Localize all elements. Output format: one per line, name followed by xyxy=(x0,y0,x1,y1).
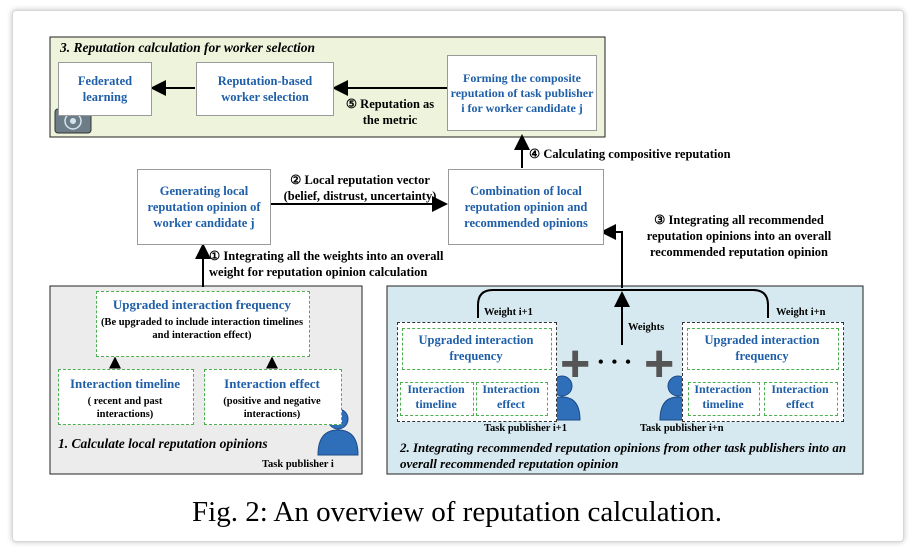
weights-label: Weights xyxy=(628,322,665,333)
upgraded-frequency-left-note: (Be upgraded to include interaction time… xyxy=(100,317,304,341)
ellipsis-dots: • • • xyxy=(598,354,633,371)
interaction-effect-left-note: (positive and negative interactions) xyxy=(223,396,321,420)
interaction-effect-r2-title: Interaction effect xyxy=(771,382,829,411)
local-opinion-box: Generating local reputation opinion of w… xyxy=(137,169,271,245)
step5-label: ⑤ Reputation as the metric xyxy=(345,97,435,127)
interaction-timeline-r2 xyxy=(688,382,760,416)
interaction-timeline-r2-title: Interaction timeline xyxy=(694,382,752,411)
figure-caption: Fig. 2: An overview of reputation calcul… xyxy=(192,496,722,528)
upgraded-frequency-r2-title: Upgraded interaction frequency xyxy=(704,333,820,363)
publisher-i1-label: Task publisher i+1 xyxy=(484,423,568,434)
right-panel-title: 2. Integrating recommended reputation op… xyxy=(400,440,847,471)
federated-learning-box: Federated learning xyxy=(58,62,152,116)
interaction-timeline-left-note: ( recent and past interactions) xyxy=(87,396,163,420)
interaction-effect-left xyxy=(204,369,342,425)
arrow-right-panel-to-combination xyxy=(600,224,623,288)
interaction-effect-r2 xyxy=(764,382,838,416)
plus-icon: + xyxy=(644,335,675,393)
publisher-i-label: Task publisher i xyxy=(262,459,334,470)
left-panel-title: 1. Calculate local reputation opinions xyxy=(58,436,268,451)
interaction-effect-r1-title: Interaction effect xyxy=(482,382,540,411)
interaction-timeline-r1-title: Interaction timeline xyxy=(407,382,465,411)
combination-box: Combination of local reputation opinion … xyxy=(448,169,604,245)
upgraded-frequency-r2 xyxy=(687,328,839,370)
weight-in-label: Weight i+n xyxy=(776,307,826,318)
step2-label: ② Local reputation vector (belief, distr… xyxy=(283,173,437,203)
interaction-timeline-r1 xyxy=(400,382,474,416)
interaction-timeline-left-title: Interaction timeline xyxy=(69,376,181,391)
weight-i1-label: Weight i+1 xyxy=(484,307,533,318)
interaction-effect-r1 xyxy=(476,382,548,416)
upgraded-frequency-r1-title: Upgraded interaction frequency xyxy=(418,333,534,363)
publisher-in-label: Task publisher i+n xyxy=(640,423,724,434)
upgraded-frequency-r1 xyxy=(402,328,552,370)
step1-label: ① Integrating all the weights into an ov… xyxy=(209,249,444,279)
interaction-timeline-left xyxy=(58,369,194,425)
interaction-effect-left-title: Interaction effect xyxy=(224,376,320,391)
weights-bracket xyxy=(477,289,769,318)
forming-composite-box: Forming the composite reputation of task… xyxy=(447,55,597,131)
upgraded-frequency-left xyxy=(96,291,310,357)
step3-label: ③ Integrating all recommended reputation… xyxy=(646,213,832,259)
top-panel-title: 3. Reputation calculation for worker sel… xyxy=(60,40,316,55)
plus-icon: + xyxy=(560,335,591,393)
step4-label: ④ Calculating compositive reputation xyxy=(529,147,731,161)
worker-selection-box: Reputation-based worker selection xyxy=(196,62,334,116)
upgraded-frequency-left-title: Upgraded interaction frequency xyxy=(112,297,292,312)
